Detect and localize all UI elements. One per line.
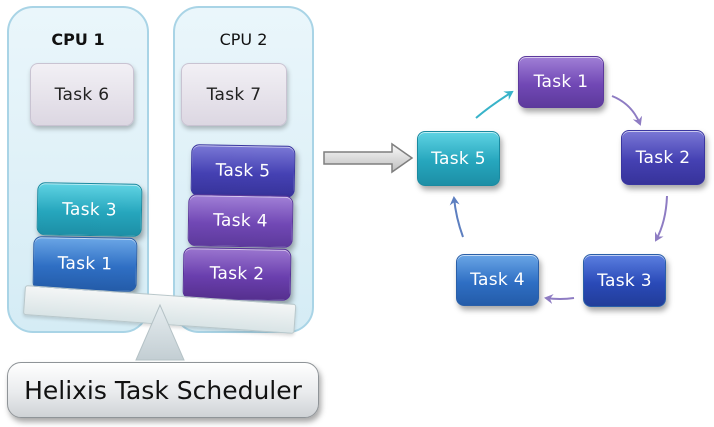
transition-arrow bbox=[323, 142, 414, 174]
cycle-task-5: Task 5 bbox=[417, 131, 500, 186]
cycle-task-1: Task 1 bbox=[518, 56, 604, 108]
cycle-task-3: Task 3 bbox=[583, 254, 666, 307]
cpu2-task-7: Task 7 bbox=[181, 63, 287, 126]
arrow-task5-to-task1 bbox=[475, 90, 514, 119]
arrow-task1-to-task2 bbox=[611, 95, 643, 126]
cpu-2-label: CPU 2 bbox=[219, 30, 268, 49]
cpu-1-label: CPU 1 bbox=[51, 30, 105, 49]
cycle-task-2: Task 2 bbox=[621, 130, 705, 185]
arrow-task3-to-task4 bbox=[544, 294, 575, 304]
scheduler-label: Helixis Task Scheduler bbox=[7, 362, 319, 418]
cpu1-task-6: Task 6 bbox=[30, 63, 134, 126]
arrow-task4-to-task5 bbox=[449, 196, 464, 238]
arrow-task2-to-task3 bbox=[655, 195, 668, 242]
cycle-task-4: Task 4 bbox=[456, 254, 539, 306]
